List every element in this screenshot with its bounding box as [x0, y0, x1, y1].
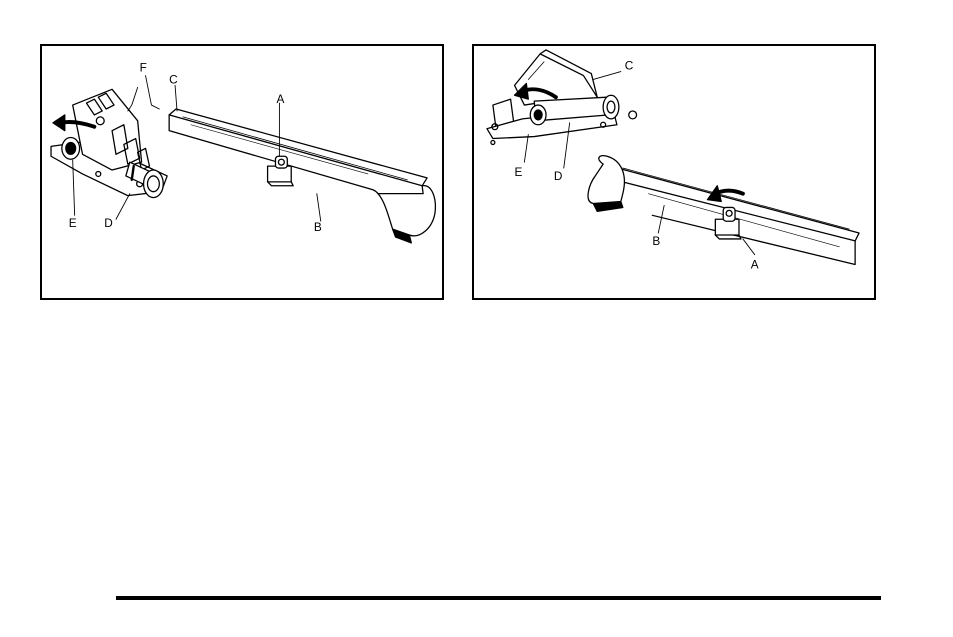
- callout-b: B: [652, 234, 660, 248]
- callout-c: C: [625, 59, 634, 73]
- clip-a: [715, 207, 741, 239]
- bar-b: [169, 109, 435, 243]
- callout-e: E: [69, 216, 77, 230]
- callout-c: C: [169, 72, 178, 86]
- mechanism: [51, 89, 167, 197]
- illustration-left: A B C D E F: [40, 44, 444, 300]
- illustration-right-drawing: C E D B A: [474, 46, 874, 298]
- callout-e: E: [515, 165, 523, 179]
- callout-b: B: [314, 220, 322, 234]
- callout-d: D: [104, 216, 113, 230]
- callout-f: F: [140, 61, 147, 75]
- callout-a: A: [751, 257, 759, 271]
- callout-a: A: [276, 92, 284, 106]
- callout-d: D: [554, 169, 563, 183]
- illustration-left-drawing: A B C D E F: [42, 46, 442, 298]
- page-footer-rule: [116, 596, 881, 600]
- illustration-right: C E D B A: [472, 44, 876, 300]
- mechanism: [487, 50, 637, 145]
